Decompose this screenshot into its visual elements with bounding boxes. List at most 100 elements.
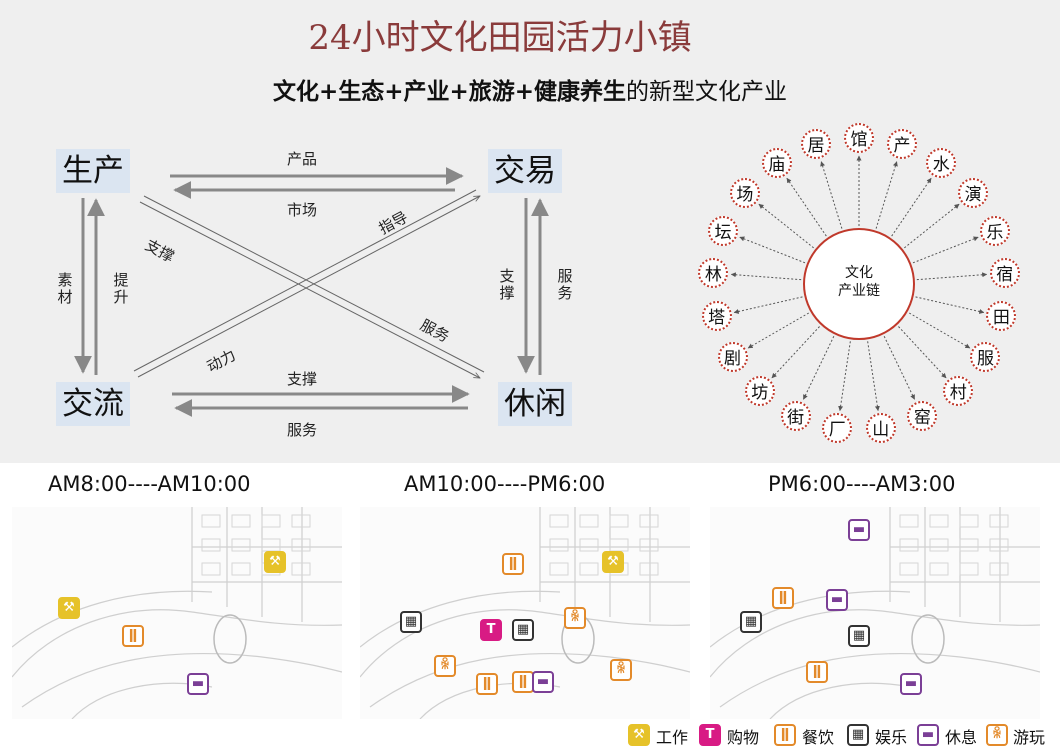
label-material: 素材 (57, 271, 73, 306)
chain-spoke (908, 312, 971, 349)
map-road (12, 590, 213, 648)
legend-work-label: 工作 (656, 728, 689, 747)
map-building (639, 514, 659, 528)
map-marker-work-icon: ⚒ (264, 551, 286, 573)
map-building (291, 562, 311, 576)
label-market: 市场 (287, 201, 318, 219)
chain-ring-item: 村 (943, 376, 974, 407)
arrow-diag-guide-a (137, 196, 480, 378)
map-base-plan (360, 507, 690, 719)
chain-spoke (915, 296, 985, 314)
page-title: 24小时文化田园活力小镇 (308, 18, 692, 58)
chain-ring-item: 塔 (701, 301, 732, 332)
map-marker-rest-icon: ▬ (900, 673, 922, 695)
chain-ring-item: 场 (729, 177, 760, 208)
chain-spoke (891, 177, 932, 237)
map-building (231, 514, 251, 528)
map-marker-play-icon: ꆜ (564, 607, 586, 629)
map-marker-play-icon: ꆜ (434, 655, 456, 677)
chain-spoke (747, 312, 810, 349)
map-marker-rest-icon: ▬ (848, 519, 870, 541)
chain-spoke (786, 177, 827, 237)
map-marker-dining-icon: ǁ (772, 587, 794, 609)
map-marker-dining-icon: ǁ (122, 625, 144, 647)
node-production: 生产 (56, 149, 130, 193)
map-road (710, 609, 1040, 678)
map-building (929, 562, 949, 576)
map-road (360, 609, 690, 678)
flow-diagram (74, 167, 549, 417)
legend-play-label: 游玩 (1013, 728, 1046, 747)
subtitle-bold: 文化+生态+产业+旅游+健康养生 (272, 79, 627, 105)
period-label-night: PM6:00----AM3:00 (768, 472, 956, 496)
map-landmark (911, 614, 945, 664)
page-subtitle: 文化+生态+产业+旅游+健康养生的新型文化产业 (0, 72, 1060, 106)
map-building (639, 538, 659, 552)
map-building (201, 538, 221, 552)
chain-spoke (916, 272, 988, 281)
map-building (261, 538, 281, 552)
chain-ring-item: 产 (887, 129, 918, 160)
chain-ring-item: 庙 (761, 148, 792, 179)
map-morning: ⚒⚒ǁ▬ (12, 507, 342, 719)
legend-dining-label: 餐饮 (802, 728, 835, 747)
subtitle-rest: 的新型文化产业 (626, 79, 788, 105)
arrow-diag-support-a (139, 201, 480, 378)
node-leisure: 休闲 (498, 382, 572, 426)
chain-spoke (912, 236, 979, 264)
label-promote: 提升 (113, 271, 129, 306)
chain-ring-item: 水 (926, 148, 957, 179)
chain-spoke (803, 336, 835, 400)
label-support-v: 支撑 (499, 267, 515, 302)
chain-spoke (771, 326, 820, 379)
chain-spoke (758, 203, 814, 249)
map-marker-dining-icon: ǁ (512, 671, 534, 693)
map-building (231, 538, 251, 552)
map-base-plan (12, 507, 342, 719)
map-building (201, 514, 221, 528)
map-road (360, 590, 561, 648)
map-building (929, 538, 949, 552)
legend-rest-icon: ▬ (917, 724, 939, 746)
map-building (899, 538, 919, 552)
chain-ring-item: 剧 (717, 342, 748, 372)
chain-center: 文化 产业链 (803, 228, 915, 340)
map-road (710, 590, 911, 648)
map-road (369, 652, 690, 708)
legend-shopping-icon: T (699, 724, 721, 746)
period-label-day: AM10:00----PM6:00 (404, 472, 606, 496)
map-building (231, 562, 251, 576)
map-building (549, 538, 569, 552)
chain-ring-item: 坊 (744, 376, 775, 407)
map-marker-entertainment-icon: ▦ (400, 611, 422, 633)
map-marker-entertainment-icon: ▦ (740, 611, 762, 633)
legend-entertainment-label: 娱乐 (875, 728, 908, 747)
map-marker-entertainment-icon: ▦ (848, 625, 870, 647)
legend-dining-icon: ǁ (774, 724, 796, 746)
chain-center-line1: 文化 (845, 265, 873, 281)
map-building (929, 514, 949, 528)
label-support-h: 支撑 (287, 370, 318, 388)
map-building (989, 514, 1009, 528)
map-night: ▬ǁ▬▦▦ǁ▬ (710, 507, 1040, 719)
map-building (959, 514, 979, 528)
chain-spoke (820, 161, 843, 229)
map-building (609, 538, 629, 552)
chain-spoke (838, 341, 851, 412)
map-building (989, 562, 1009, 576)
node-exchange: 交流 (56, 382, 130, 426)
map-building (639, 562, 659, 576)
map-road (12, 609, 342, 678)
map-building (579, 538, 599, 552)
chain-spoke (739, 236, 806, 264)
chain-ring-item: 服 (970, 342, 1001, 372)
map-marker-entertainment-icon: ▦ (512, 619, 534, 641)
chain-spokes (730, 155, 988, 412)
map-marker-dining-icon: ǁ (476, 673, 498, 695)
map-base-plan (710, 507, 1040, 719)
map-building (899, 514, 919, 528)
map-building (549, 562, 569, 576)
map-marker-rest-icon: ▬ (826, 589, 848, 611)
chain-ring-item: 居 (800, 129, 831, 160)
